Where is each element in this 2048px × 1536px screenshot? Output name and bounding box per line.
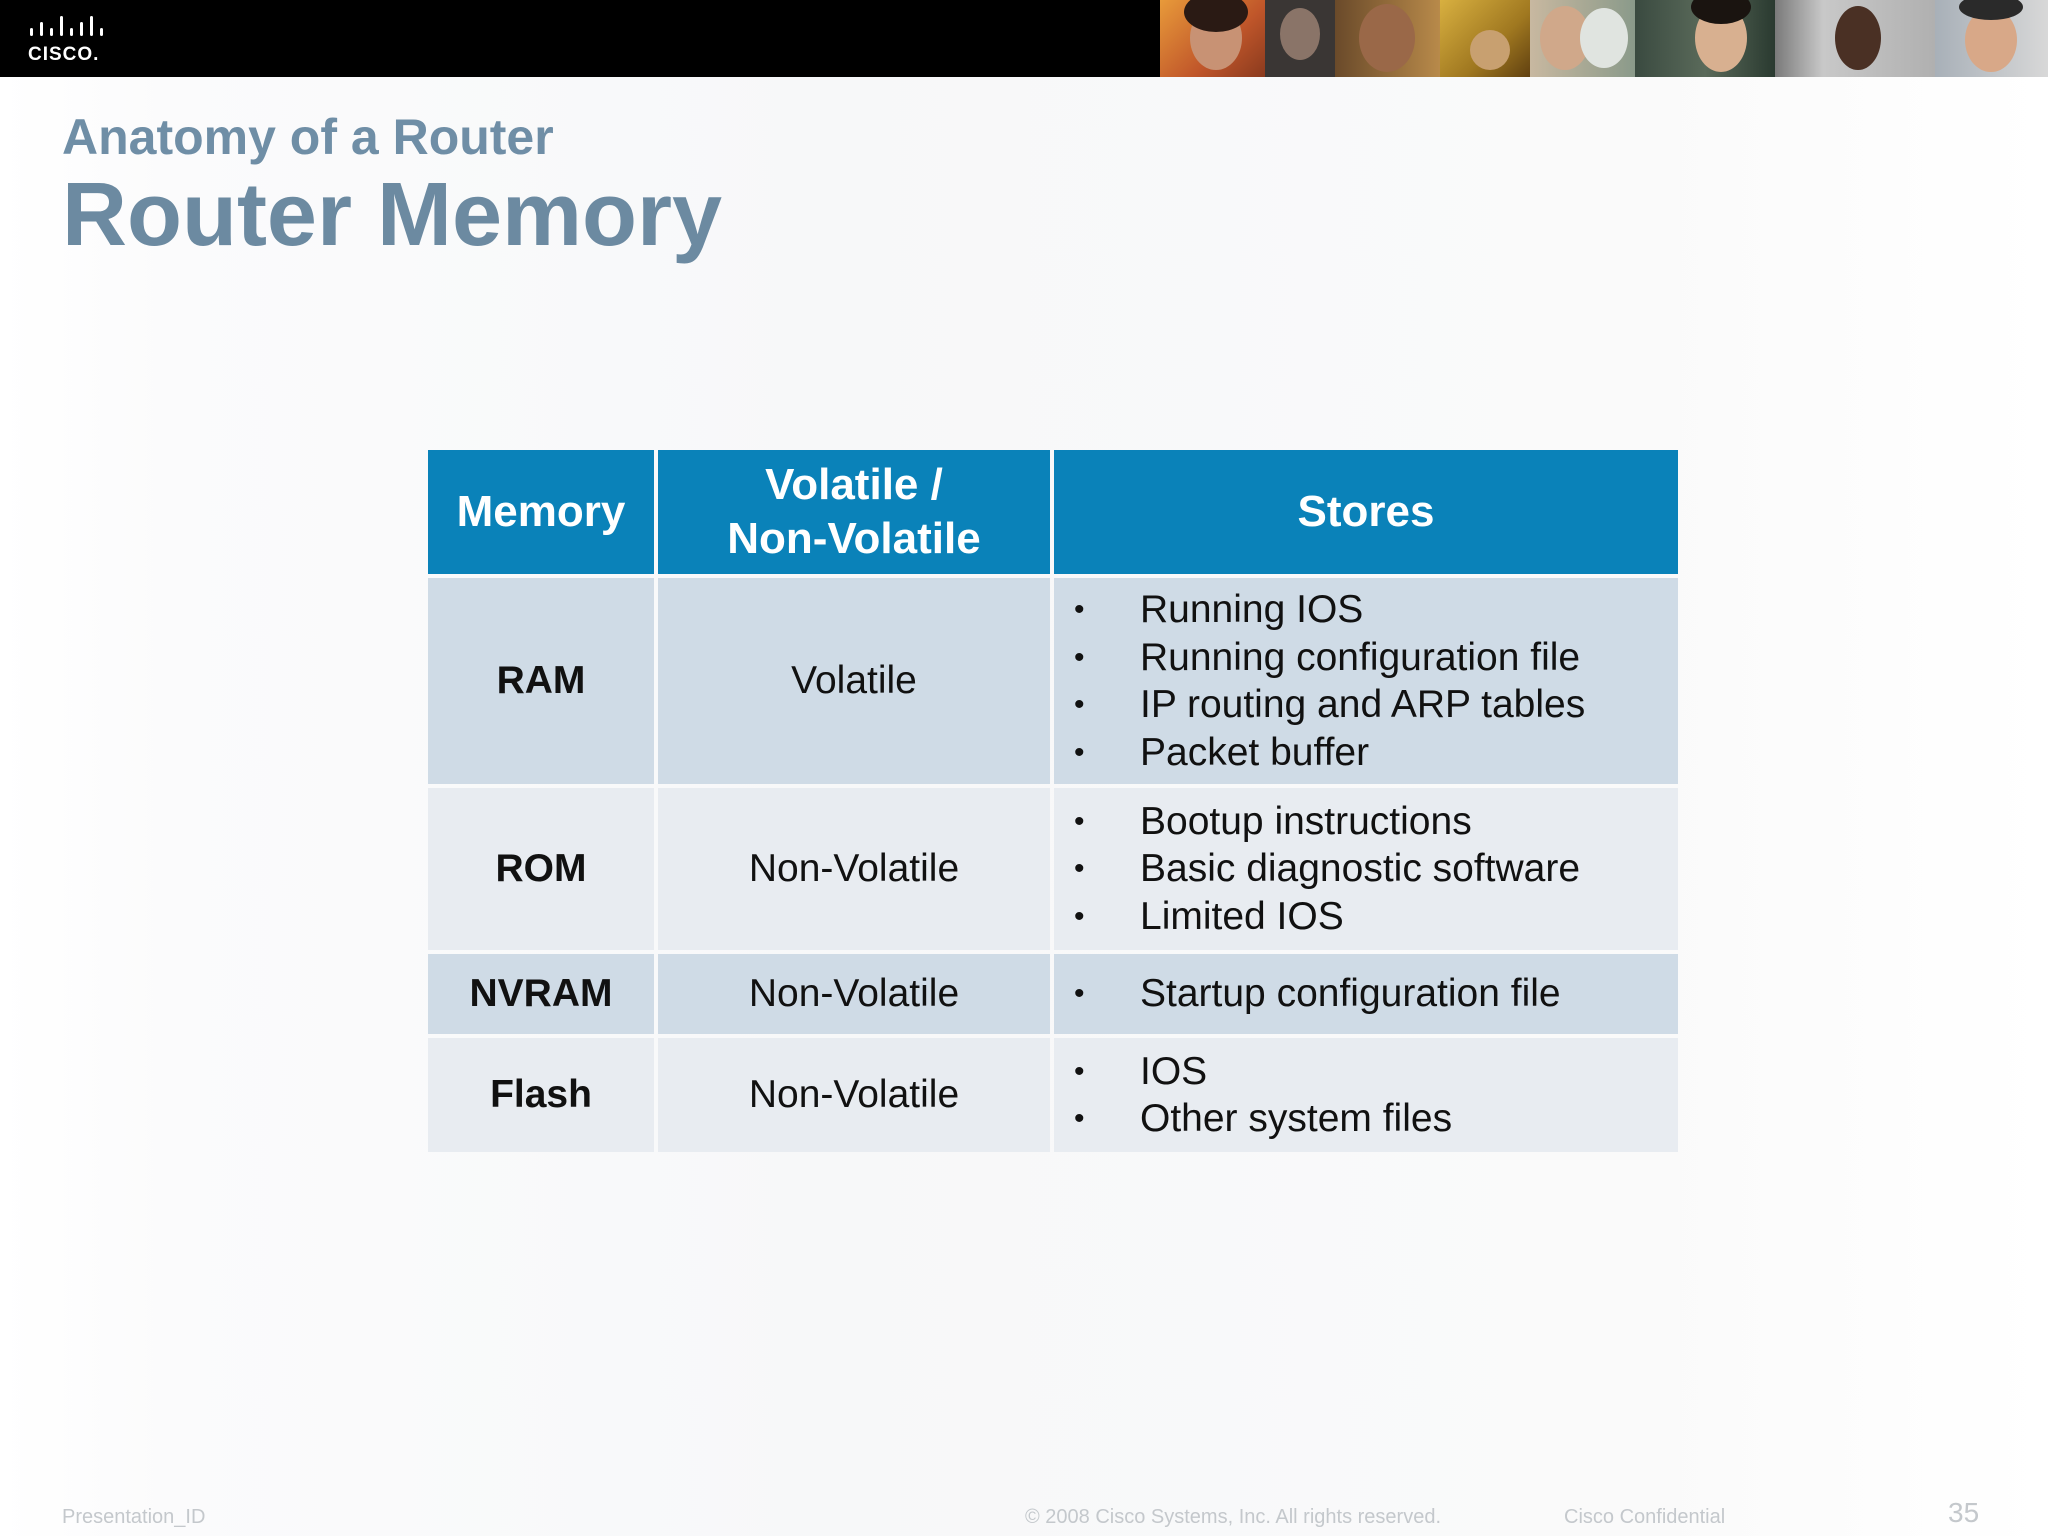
header-memory: Memory [428, 450, 654, 574]
stores-list: IOS Other system files [1054, 1040, 1678, 1151]
header-volatility-line2: Non-Volatile [727, 514, 981, 563]
memory-name: Flash [428, 1038, 654, 1152]
memory-volatility: Non-Volatile [658, 954, 1050, 1034]
memory-volatility: Volatile [658, 578, 1050, 784]
slide-subtitle: Anatomy of a Router [62, 109, 554, 165]
store-item: IOS [1054, 1048, 1678, 1096]
store-item: Packet buffer [1054, 729, 1678, 777]
photo-7 [1775, 0, 1935, 77]
store-item: IP routing and ARP tables [1054, 681, 1678, 729]
table-row-nvram: NVRAM Non-Volatile Startup configuration… [428, 954, 1678, 1034]
header-volatility-line1: Volatile / [765, 460, 943, 509]
stores-list: Running IOS Running configuration file I… [1054, 578, 1678, 784]
store-item: Startup configuration file [1054, 970, 1678, 1018]
memory-name: NVRAM [428, 954, 654, 1034]
footer-presentation-id: Presentation_ID [62, 1506, 206, 1528]
photo-1 [1160, 0, 1265, 77]
table-row-ram: RAM Volatile Running IOS Running configu… [428, 578, 1678, 784]
stores-list: Startup configuration file [1054, 962, 1678, 1026]
photo-3 [1335, 0, 1440, 77]
footer-confidential: Cisco Confidential [1564, 1506, 1726, 1528]
slide-title: Router Memory [62, 165, 723, 265]
store-item: Limited IOS [1054, 893, 1678, 941]
store-item: Basic diagnostic software [1054, 845, 1678, 893]
store-item: Other system files [1054, 1095, 1678, 1143]
router-memory-table: Memory Volatile / Non-Volatile Stores RA… [424, 446, 1682, 1156]
table-row-rom: ROM Non-Volatile Bootup instructions Bas… [428, 788, 1678, 950]
header-volatility: Volatile / Non-Volatile [658, 450, 1050, 574]
cisco-logo: CISCO. [28, 16, 103, 64]
photo-2 [1265, 0, 1335, 77]
cisco-logo-text: CISCO. [28, 44, 99, 64]
footer-copyright: © 2008 Cisco Systems, Inc. All rights re… [1025, 1506, 1442, 1528]
memory-volatility: Non-Volatile [658, 788, 1050, 950]
memory-name: ROM [428, 788, 654, 950]
memory-stores: Startup configuration file [1054, 954, 1678, 1034]
memory-stores: Bootup instructions Basic diagnostic sof… [1054, 788, 1678, 950]
photo-strip [1160, 0, 2048, 77]
stores-list: Bootup instructions Basic diagnostic sof… [1054, 790, 1678, 949]
photo-8 [1935, 0, 2048, 77]
table-row-flash: Flash Non-Volatile IOS Other system file… [428, 1038, 1678, 1152]
memory-stores: IOS Other system files [1054, 1038, 1678, 1152]
store-item: Bootup instructions [1054, 798, 1678, 846]
memory-name: RAM [428, 578, 654, 784]
store-item: Running IOS [1054, 586, 1678, 634]
page-number: 35 [1948, 1497, 1980, 1528]
header-stores: Stores [1054, 450, 1678, 574]
photo-5 [1530, 0, 1635, 77]
memory-volatility: Non-Volatile [658, 1038, 1050, 1152]
photo-4 [1440, 0, 1530, 77]
photo-6 [1635, 0, 1775, 77]
store-item: Running configuration file [1054, 634, 1678, 682]
memory-stores: Running IOS Running configuration file I… [1054, 578, 1678, 784]
top-banner: CISCO. [0, 0, 2048, 77]
table-header-row: Memory Volatile / Non-Volatile Stores [428, 450, 1678, 574]
